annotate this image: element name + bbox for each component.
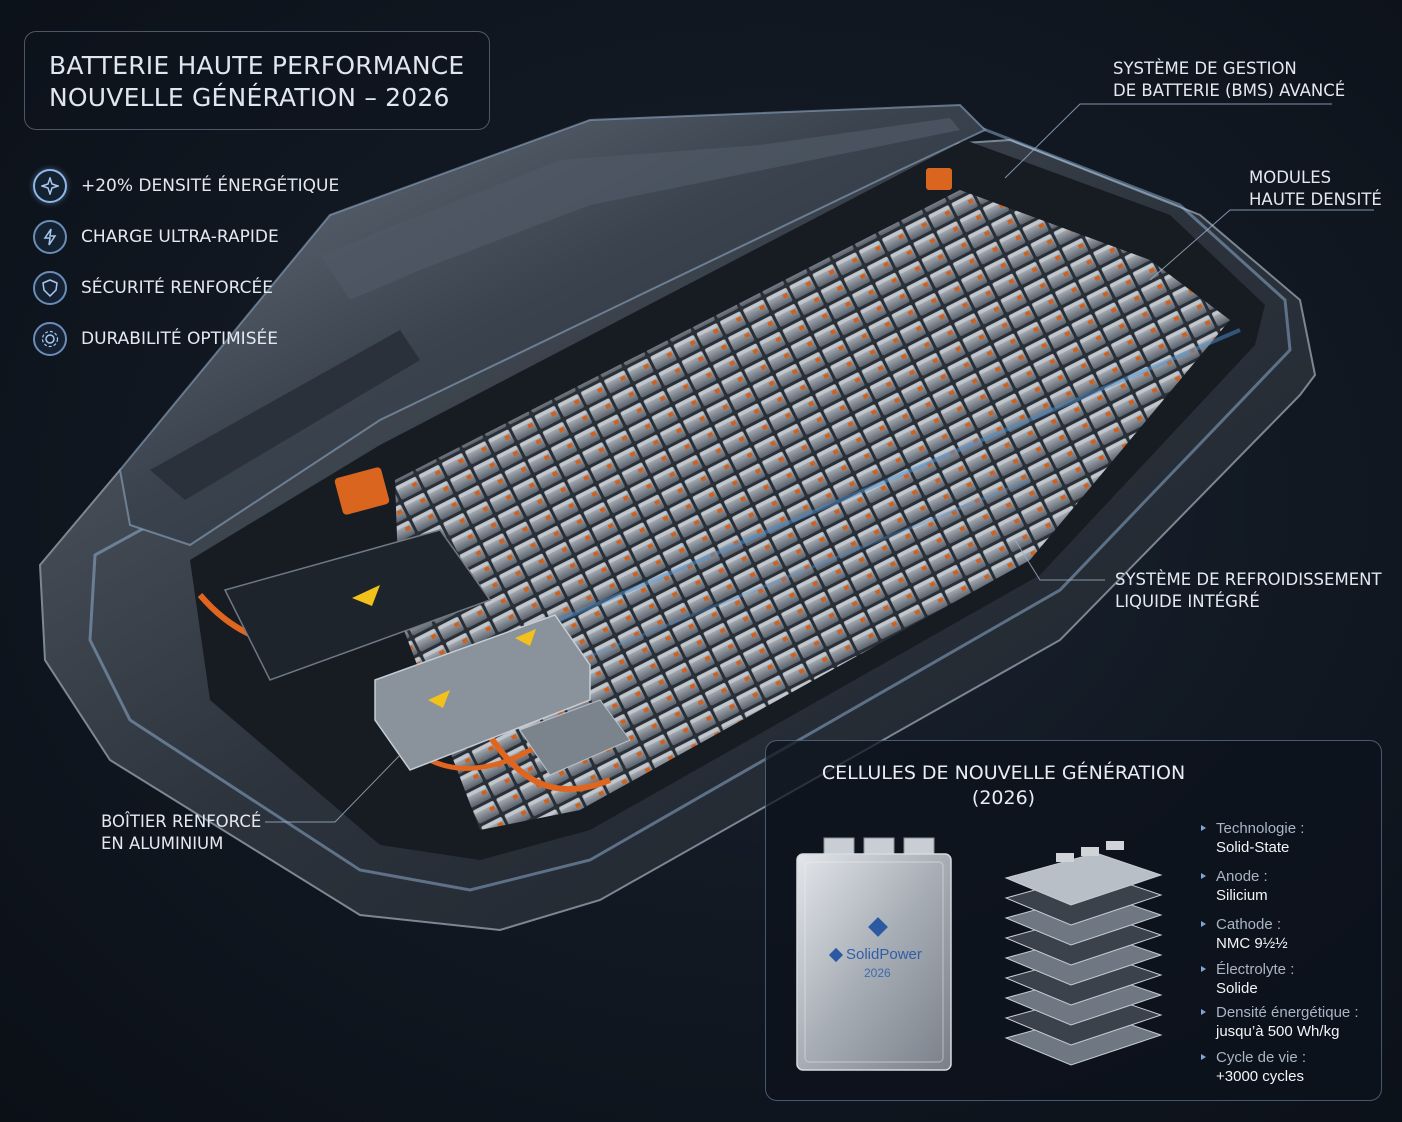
- stack-tab: [1056, 853, 1074, 862]
- callout-modules-line-1: MODULES: [1249, 168, 1332, 187]
- title-line-1: BATTERIE HAUTE PERFORMANCE: [49, 51, 465, 80]
- feature-label: SÉCURITÉ RENFORCÉE: [81, 278, 273, 298]
- callout-cooling-line-2: LIQUIDE INTÉGRÉ: [1115, 592, 1260, 611]
- cells-panel-title: CELLULES DE NOUVELLE GÉNÉRATION (2026): [766, 761, 1241, 811]
- exploded-cell-stack-image: [1004, 841, 1163, 1066]
- spec-key: Technologie :: [1216, 820, 1305, 837]
- spec-key: Électrolyte :: [1216, 961, 1295, 978]
- spec-value: jusqu’à 500 Wh/kg: [1216, 1023, 1340, 1040]
- callout-cooling: SYSTÈME DE REFROIDISSEMENT LIQUIDE INTÉG…: [1115, 569, 1382, 613]
- stack-tab: [1081, 847, 1099, 856]
- title-line-2: NOUVELLE GÉNÉRATION – 2026: [49, 83, 450, 112]
- feature-label: +20% DENSITÉ ÉNERGÉTIQUE: [81, 176, 340, 196]
- cell-brand-text: SolidPower: [846, 946, 922, 963]
- callout-housing: BOÎTIER RENFORCÉ EN ALUMINIUM: [101, 811, 261, 855]
- callout-bms-line-2: DE BATTERIE (BMS) AVANCÉ: [1113, 81, 1346, 100]
- fast-charge-icon: [33, 220, 67, 254]
- cells-panel-title-line-1: CELLULES DE NOUVELLE GÉNÉRATION: [821, 762, 1186, 784]
- feature-label: DURABILITÉ OPTIMISÉE: [81, 329, 278, 349]
- callout-bms-line-1: SYSTÈME DE GESTION: [1113, 59, 1297, 78]
- cell-year-text: 2026: [864, 966, 891, 980]
- pouch-cell-image: SolidPower 2026: [796, 837, 952, 1071]
- stack-tab: [1106, 841, 1124, 850]
- spec-cathode: Cathode : NMC 9½½: [1201, 915, 1288, 953]
- durability-gear-icon: [33, 322, 67, 356]
- spec-energy-density: Densité énergétique : jusqu’à 500 Wh/kg: [1201, 1003, 1359, 1041]
- cells-panel: CELLULES DE NOUVELLE GÉNÉRATION (2026) S…: [765, 740, 1382, 1101]
- spec-cycle-life: Cycle de vie : +3000 cycles: [1201, 1048, 1307, 1086]
- callout-modules: MODULES HAUTE DENSITÉ: [1249, 167, 1382, 211]
- callout-modules-line-2: HAUTE DENSITÉ: [1249, 190, 1382, 209]
- spec-technology: Technologie : Solid-State: [1201, 819, 1305, 857]
- feature-fast-charge: CHARGE ULTRA-RAPIDE: [33, 218, 279, 256]
- spec-value: Solid-State: [1216, 839, 1290, 856]
- spec-value: +3000 cycles: [1216, 1068, 1304, 1085]
- energy-density-icon: [33, 169, 67, 203]
- spec-value: Solide: [1216, 980, 1258, 997]
- spec-key: Cycle de vie :: [1216, 1049, 1307, 1066]
- spec-key: Cathode :: [1216, 916, 1282, 933]
- callout-bms: SYSTÈME DE GESTION DE BATTERIE (BMS) AVA…: [1113, 58, 1345, 102]
- cells-panel-title-line-2: (2026): [971, 787, 1036, 809]
- safety-shield-icon: [33, 271, 67, 305]
- spec-anode: Anode : Silicium: [1201, 867, 1268, 905]
- callout-cooling-line-1: SYSTÈME DE REFROIDISSEMENT: [1115, 570, 1382, 589]
- feature-safety: SÉCURITÉ RENFORCÉE: [33, 269, 273, 307]
- spec-electrolyte: Électrolyte : Solide: [1201, 960, 1295, 998]
- spec-key: Densité énergétique :: [1216, 1004, 1359, 1021]
- callout-housing-line-1: BOÎTIER RENFORCÉ: [101, 812, 262, 831]
- feature-energy-density: +20% DENSITÉ ÉNERGÉTIQUE: [33, 167, 339, 205]
- spec-value: Silicium: [1216, 887, 1268, 904]
- title-box: BATTERIE HAUTE PERFORMANCE NOUVELLE GÉNÉ…: [24, 31, 490, 130]
- callout-housing-line-2: EN ALUMINIUM: [101, 834, 224, 853]
- spec-key: Anode :: [1216, 868, 1268, 885]
- feature-durability: DURABILITÉ OPTIMISÉE: [33, 320, 278, 358]
- spec-value: NMC 9½½: [1216, 935, 1288, 952]
- feature-label: CHARGE ULTRA-RAPIDE: [81, 227, 279, 247]
